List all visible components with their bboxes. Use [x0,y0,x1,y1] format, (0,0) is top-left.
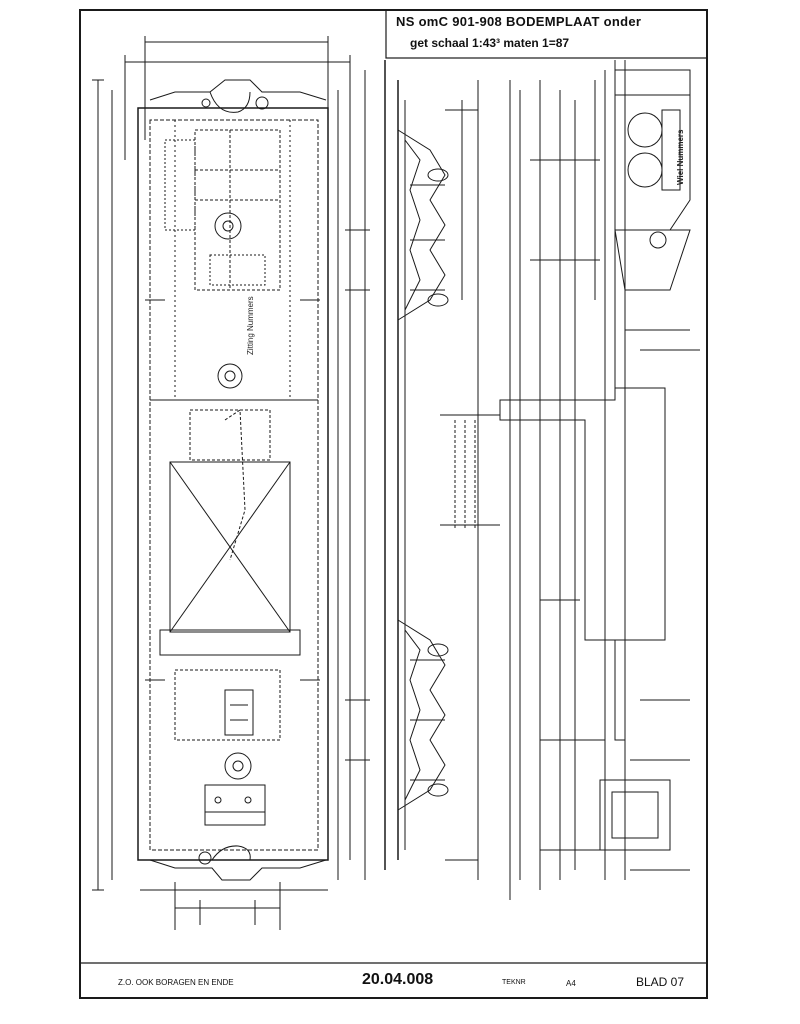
sheet-number: BLAD 07 [636,975,685,989]
wheel-numbers-label: Wiel Nummers [676,129,685,186]
plan-view [92,36,351,930]
seat-numbers-label: Zitting Nummers [246,296,255,355]
paper-size: A4 [566,979,576,988]
footer-note: Z.O. OOK BORAGEN EN ENDE [118,978,234,987]
drawing-title: NS omC 901-908 BODEMPLAAT onder [396,14,642,29]
title-block [385,9,708,59]
drawing-number: 20.04.008 [362,971,434,988]
drawing-scale: get schaal 1:43³ maten 1=87 [410,36,570,50]
drawing-type: TEKNR [502,979,526,986]
side-view [345,60,479,880]
section-view [440,60,700,900]
